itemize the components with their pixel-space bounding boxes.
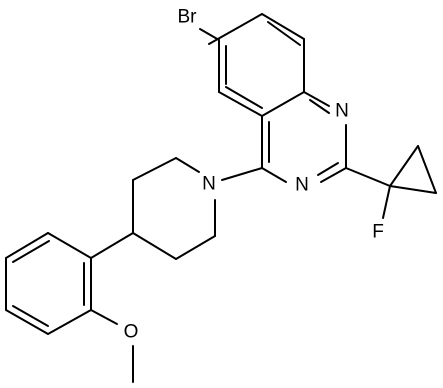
- bond: [417, 145, 437, 194]
- bond-pip-aryl: [90, 232, 134, 259]
- fluorine-label: F: [372, 222, 384, 243]
- bond: [389, 185, 437, 194]
- bond: [175, 235, 216, 260]
- pyrimidine-ring: [261, 91, 347, 183]
- bond: [132, 232, 177, 260]
- methoxyphenyl-ring: [5, 232, 92, 335]
- piperidine-ring: [132, 157, 216, 260]
- nitrogen-label: N: [335, 101, 349, 122]
- bond-c4-n: [221, 167, 263, 181]
- fluorocyclopropyl-group: [345, 145, 437, 219]
- bond-inner: [12, 305, 49, 327]
- bond: [132, 157, 177, 181]
- bond-inner: [225, 86, 263, 109]
- benzo-ring: [208, 13, 305, 117]
- bond: [261, 13, 305, 40]
- bond: [345, 167, 391, 187]
- bond-c-o: [90, 309, 118, 325]
- bond-inner: [12, 240, 50, 263]
- bond: [303, 91, 330, 107]
- nitrogen-label: N: [295, 175, 309, 196]
- bond: [261, 91, 305, 117]
- bond-inner: [267, 21, 301, 46]
- bond: [5, 232, 49, 259]
- bond: [47, 232, 92, 259]
- bond: [175, 157, 200, 173]
- bond: [5, 309, 49, 335]
- bond-c6-br: [199, 28, 220, 41]
- bromine-label: Br: [178, 7, 198, 28]
- oxygen-label: O: [124, 322, 139, 343]
- bond: [218, 91, 263, 117]
- bond: [47, 309, 92, 335]
- bond-c-f: [382, 185, 391, 219]
- bond-inner: [309, 99, 330, 114]
- bond: [320, 167, 347, 183]
- bond: [389, 145, 419, 187]
- nitrogen-label: N: [202, 174, 216, 195]
- bond-inner: [317, 162, 339, 176]
- bond: [261, 167, 287, 183]
